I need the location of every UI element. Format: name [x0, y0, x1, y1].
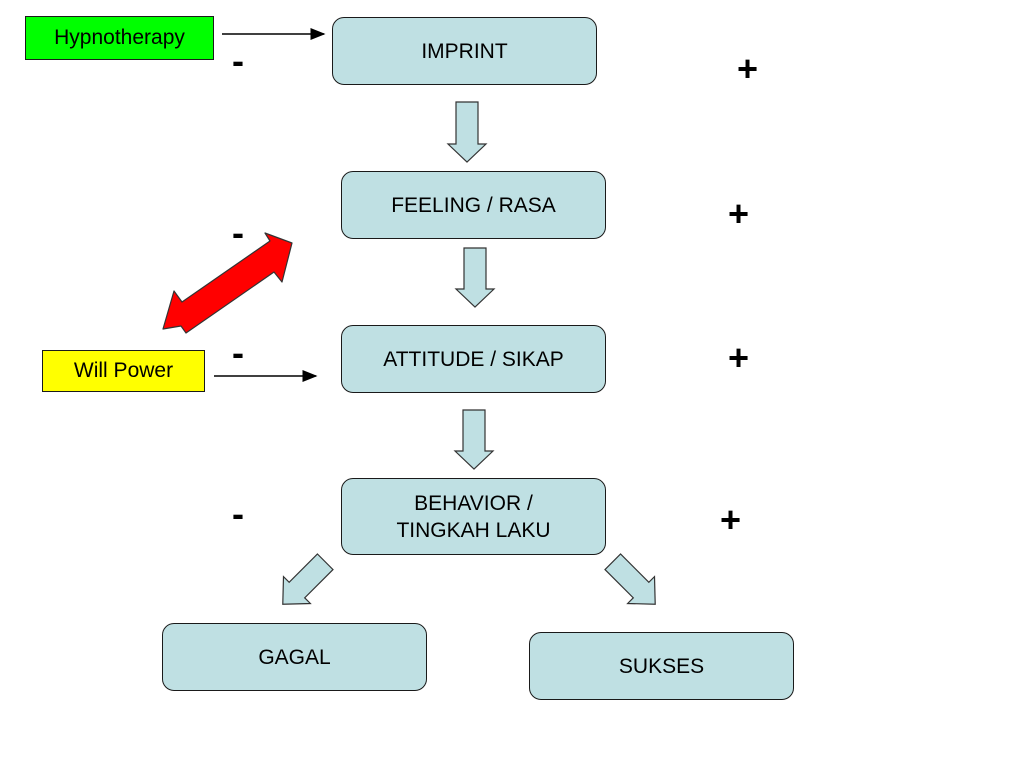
minus-sign-imprint: -: [232, 40, 244, 81]
sukses-label: SUKSES: [618, 654, 705, 678]
red-double-arrow: [162, 232, 293, 334]
gagal-label: GAGAL: [258, 645, 331, 669]
diagonal-arrow-to-gagal: [282, 553, 334, 605]
plus-sign-attitude: +: [728, 337, 750, 378]
attitude-label: ATTITUDE / SIKAP: [383, 347, 564, 371]
minus-sign-feeling: -: [232, 212, 244, 253]
hypnotherapy-label: Hypnotherapy: [25, 16, 214, 60]
plus-sign-feeling: +: [728, 193, 750, 234]
imprint-node: IMPRINT: [332, 17, 597, 85]
minus-sign-behavior: -: [232, 493, 244, 534]
diagonal-arrow-to-sukses: [604, 553, 656, 605]
imprint-label: IMPRINT: [421, 39, 508, 63]
sukses-node: SUKSES: [529, 632, 794, 700]
behavior-node: BEHAVIOR / TINGKAH LAKU: [341, 478, 606, 555]
down-arrow-feeling-attitude: [454, 247, 496, 308]
down-arrow-imprint-feeling: [446, 101, 488, 163]
attitude-node: ATTITUDE / SIKAP: [341, 325, 606, 393]
will-power-label: Will Power: [42, 350, 205, 392]
down-arrow-attitude-behavior: [453, 409, 495, 470]
feeling-node: FEELING / RASA: [341, 171, 606, 239]
behavior-label-line2: TINGKAH LAKU: [396, 518, 551, 542]
plus-sign-behavior: +: [720, 499, 742, 540]
hypnotherapy-text: Hypnotherapy: [54, 26, 185, 49]
plus-sign-imprint: +: [737, 48, 759, 89]
gagal-node: GAGAL: [162, 623, 427, 691]
feeling-label: FEELING / RASA: [391, 193, 556, 217]
behavior-label-line1: BEHAVIOR /: [414, 491, 533, 515]
will-power-text: Will Power: [73, 359, 174, 382]
minus-sign-attitude: -: [232, 332, 244, 373]
